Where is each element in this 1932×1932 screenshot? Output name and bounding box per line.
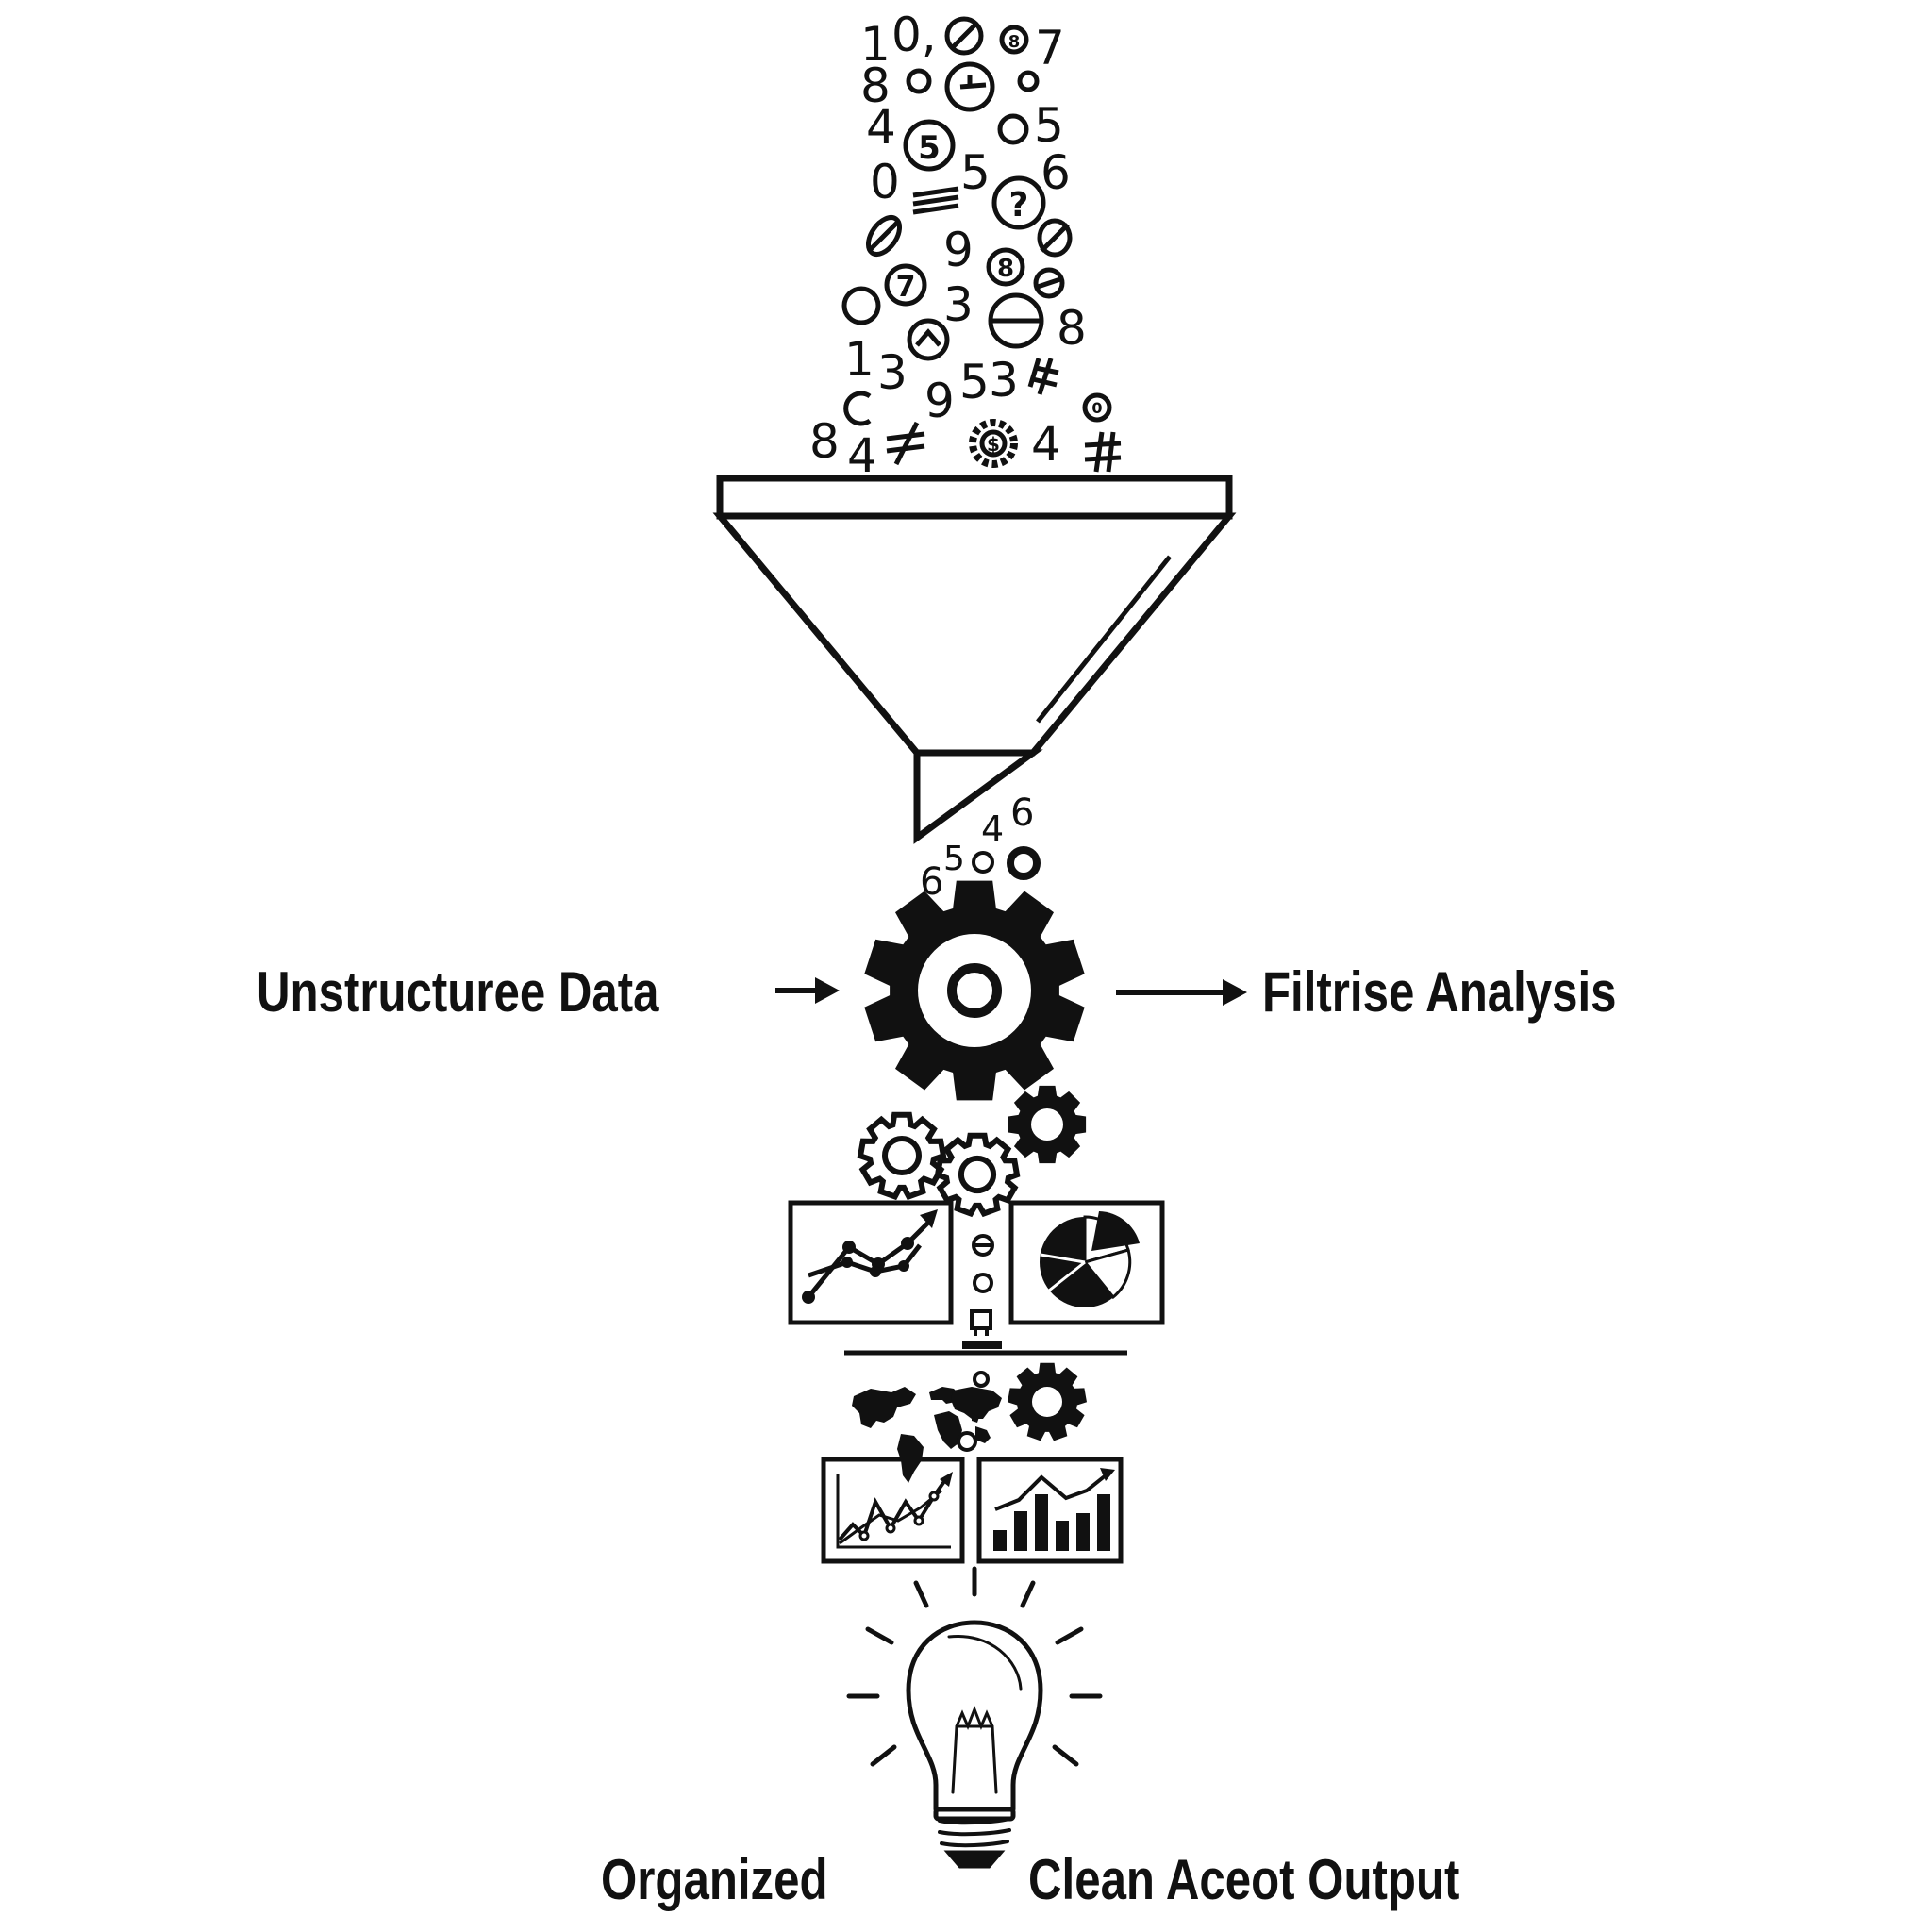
gear-hub (947, 963, 1002, 1018)
stream-symbol: 4 (847, 428, 877, 483)
gear-body (1008, 1362, 1087, 1441)
clean-output-label: Clean Aceot Output (1028, 1848, 1460, 1911)
circled-char: 8 (997, 255, 1014, 283)
line-chart-icon (821, 1457, 965, 1564)
gear-icon (934, 1132, 1021, 1218)
gear-body (857, 1111, 947, 1201)
organized-label: Organized (601, 1848, 828, 1911)
stream-circled-glyphs (841, 16, 1122, 473)
bar-chart-icon (976, 1457, 1124, 1564)
stream-symbol: 9 (943, 223, 974, 277)
circled-char: 8 (1008, 32, 1021, 52)
stream-symbol: 3 (989, 353, 1019, 408)
outflow-symbol: 5 (943, 840, 965, 878)
stream-symbol: 6 (1041, 145, 1071, 200)
line-chart-icon (788, 1200, 954, 1325)
gear-body (934, 1132, 1021, 1218)
gear-icon (857, 1111, 947, 1201)
light-bulb-icon (846, 1566, 1103, 1869)
gear-body (1008, 1085, 1087, 1164)
stream-symbol: 5 (959, 355, 990, 409)
stream-symbol: 1 (844, 332, 874, 387)
divider (844, 1341, 1127, 1356)
circled-char: 0 (1091, 399, 1102, 417)
stream-symbol: 8 (860, 58, 891, 113)
unstructured-symbol-stream: 1 0, 7 8 4 5 5 6 0 9 3 8 1 3 9 5 3 8 4 4 (809, 8, 1087, 483)
connector-symbols (970, 1234, 994, 1336)
stream-symbol: 0, (891, 8, 937, 62)
circled-char: ? (1009, 186, 1029, 225)
stream-symbol: 5 (960, 145, 991, 200)
funnel-icon (712, 475, 1237, 844)
gear-hub (882, 1136, 922, 1175)
stream-symbol: 8 (809, 414, 840, 469)
outflow-symbol: 4 (981, 808, 1004, 850)
circled-char: 7 (896, 271, 916, 304)
gear-inner-ring (918, 934, 1031, 1047)
gear-icon (1008, 1362, 1087, 1441)
pie-chart-icon (1008, 1200, 1165, 1325)
stream-symbol: 1 (860, 17, 891, 72)
stream-symbol: 7 (1035, 21, 1065, 75)
arrow-icon (775, 977, 840, 1004)
outflow-rings (972, 846, 1041, 880)
stream-symbol: 4 (1031, 417, 1061, 472)
circled-char: $ (987, 433, 1000, 456)
arrow-icon (1116, 979, 1247, 1006)
stream-symbol: 4 (866, 100, 896, 155)
input-label: Unstructuree Data (257, 960, 659, 1024)
stream-symbol: 5 (1034, 98, 1064, 153)
stream-symbol: 3 (943, 277, 974, 332)
stream-symbol: 3 (877, 345, 908, 400)
outflow-symbol: 6 (1010, 791, 1034, 835)
stream-symbol: 8 (1057, 301, 1087, 356)
gear-icon (1008, 1085, 1087, 1164)
stream-circled-letters: 5 ? 7 8 $ 8 0 (896, 32, 1103, 456)
circled-char: 5 (918, 129, 941, 167)
gear-hub (958, 1155, 997, 1194)
stream-symbol: 0 (870, 155, 900, 209)
map-connector-rings (957, 1371, 990, 1452)
output-label: Filtrise Analysis (1262, 960, 1617, 1024)
gear-icon (864, 880, 1085, 1101)
stream-symbol: 9 (924, 374, 955, 428)
